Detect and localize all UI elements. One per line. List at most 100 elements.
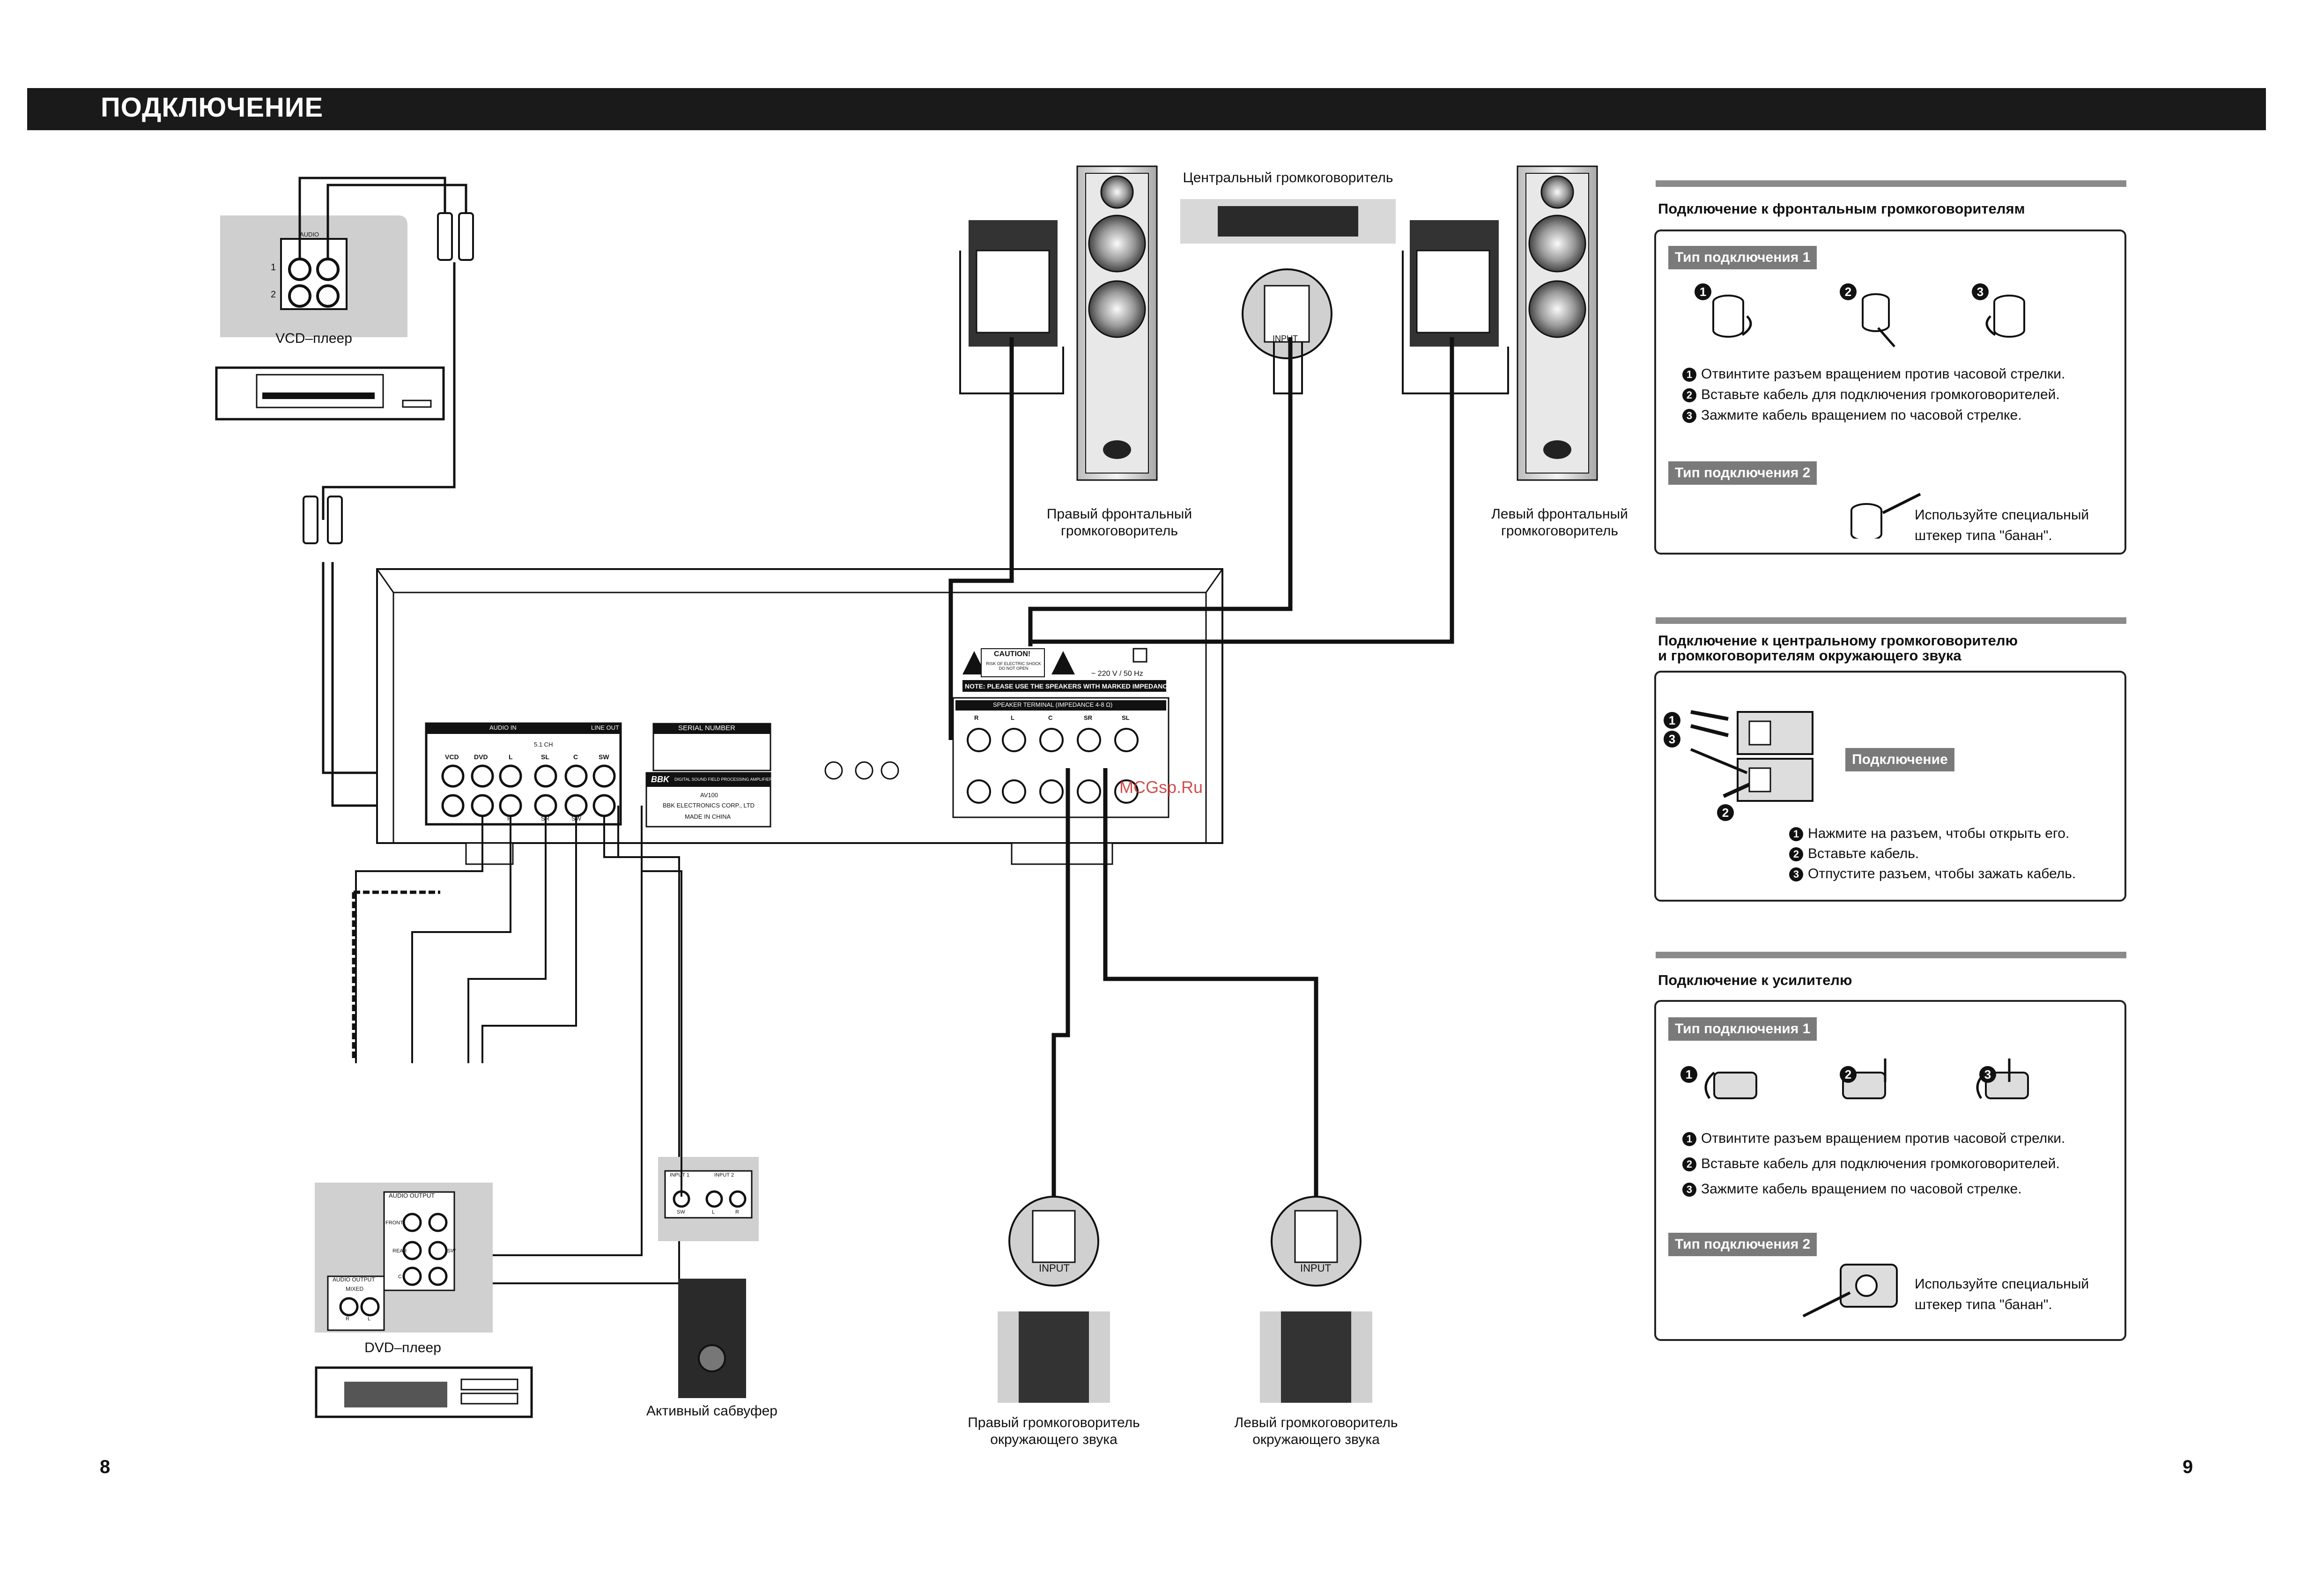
subwoofer-label: Активный сабвуфер [646,1403,777,1419]
subwoofer-cable [641,806,682,1197]
amp-step3-badge: 3 [1979,1066,1996,1083]
terminal-sr: SR [1084,714,1093,721]
amp-audio-in-label: AUDIO IN [489,724,517,731]
center-section-title-2: и громкоговорителям окружающего звука [1658,647,1961,664]
left-surround-speaker [1260,1196,1372,1403]
amp-input-dvd: DVD [474,753,488,761]
center-step1-badge: 1 [1664,712,1680,729]
made-in-label: MADE IN CHINA [685,813,731,820]
brand-subtitle: DIGITAL SOUND FIELD PROCESSING AMPLIFIER [674,777,773,782]
dvd-dashed-cables [352,890,440,1061]
front-speaker-cables [948,337,1454,740]
left-surround-input: INPUT [1300,1262,1331,1274]
amp-input-c: C [573,753,578,761]
dvd-r-label: R [346,1316,349,1322]
center-speaker-label: Центральный громкоговоритель [1183,170,1393,185]
amp-input-vcd: VCD [445,753,459,761]
right-front-speaker [969,165,1158,481]
amp-51ch-label: 5.1 CH [534,741,553,748]
front-step2-badge: 2 [1840,283,1857,300]
vcd-player-label: VCD–плеер [275,331,352,346]
terminal-r: R [974,714,979,721]
amp-bottom-r: R [507,815,512,822]
amp-bottom-sr: SR [541,815,550,822]
sub-input2-label: INPUT 2 [714,1172,734,1178]
amp-bottom-sw: SW [571,815,581,822]
terminal-c: C [1048,714,1053,721]
section-rule-center [1656,617,2126,624]
front-step-illustrations [1712,293,2025,348]
dvd-audio-output2-label: AUDIO OUTPUT [333,1276,375,1283]
center-speaker-input: INPUT [1273,334,1298,343]
spring-clip-illustration [1690,710,1813,802]
speaker-wire-outlines [959,251,1509,394]
right-front-speaker-label: Правый фронтальный громкоговоритель [1046,506,1192,539]
dvd-front-label: FRONT [385,1220,403,1226]
amp-line-out-label: LINE OUT [591,724,619,731]
dvd-output-jacks [339,1213,448,1317]
dvd-player-label: DVD–плеер [364,1340,441,1355]
dvd-mixed-label: MIXED [346,1286,364,1292]
vcd-audio-label: AUDIO [300,231,319,238]
center-step3-badge: 3 [1664,731,1680,748]
rca-plugs-vcd [303,212,474,544]
left-front-speaker-label: Левый фронтальный громкоговоритель [1491,506,1628,539]
amp-connection-panel [1654,1000,2126,1341]
amplifier-rear-panel [376,568,1223,865]
impedance-note: NOTE: PLEASE USE THE SPEAKERS WITH MARKE… [965,682,1172,690]
amp-type2-tag: Тип подключения 2 [1668,1233,1817,1256]
terminal-sl: SL [1122,714,1130,721]
caution-sub-label: RISK OF ELECTRIC SHOCK DO NOT OPEN [986,661,1041,671]
vcd-row-1: 1 [271,262,276,273]
front-step1-badge: 1 [1695,283,1711,300]
terminal-l: L [1011,714,1014,721]
sub-l-label: L [712,1209,715,1215]
power-label: ~ 220 V / 50 Hz [1091,670,1143,678]
corp-label: BBK ELECTRONICS CORP., LTD [663,802,755,809]
section-rule-amp [1656,952,2126,958]
front-step3-badge: 3 [1972,283,1989,300]
amp-banana-illustration [1802,1264,1898,1318]
dvd-sw-label: SW [447,1248,456,1254]
sub-input1-label: INPUT 1 [670,1172,689,1178]
front-type2-tag: Тип подключения 2 [1668,461,1817,485]
right-surround-speaker [998,1196,1110,1403]
page-title: ПОДКЛЮЧЕНИЕ [101,92,324,123]
brand-logo: BBK [651,775,669,784]
right-surround-input: INPUT [1039,1262,1070,1274]
surround-speaker-cables [1051,768,1318,1199]
right-surround-speaker-label: Правый громкоговоритель окружающего звук… [968,1415,1140,1447]
front-section-title: Подключение к фронтальным громкоговорите… [1658,200,2025,217]
watermark: MCGsp.Ru [1119,777,1203,797]
dvd-c-label: C [398,1274,402,1280]
header-bar [27,88,2266,130]
banana-plug-illustration [1850,493,1921,539]
speaker-terminal-label: SPEAKER TERMINAL (IMPEDANCE 4-8 Ω) [993,701,1113,708]
front-type1-tag: Тип подключения 1 [1668,246,1817,269]
certification-marks [824,761,899,780]
sub-sw-label: SW [677,1209,685,1215]
sub-r-label: R [735,1209,739,1215]
center-speaker [1180,199,1396,359]
serial-number-label: SERIAL NUMBER [678,724,735,732]
page-number-left: 8 [100,1457,111,1477]
amp-section-title: Подключение к усилителю [1658,972,1852,988]
center-step2-badge: 2 [1717,804,1734,821]
center-connection-tag: Подключение [1845,748,1954,771]
amp-step1-badge: 1 [1680,1066,1697,1083]
section-rule-front [1656,180,2126,187]
caution-label: CAUTION! [994,650,1031,658]
dvd-l-label: L [368,1316,371,1322]
vcd-row-2: 2 [271,289,276,300]
amp-input-sl: SL [541,753,549,761]
amp-speaker-terminals [967,728,1139,804]
